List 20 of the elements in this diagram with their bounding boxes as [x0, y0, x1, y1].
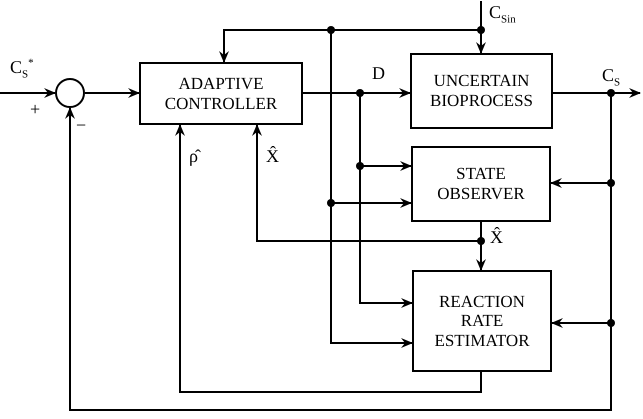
process-box: [411, 146, 551, 222]
signal-label: X̂: [266, 147, 279, 165]
sign-label: +: [30, 100, 40, 118]
summing-junction: [55, 78, 85, 108]
arrow: [85, 88, 140, 98]
arrow: [0, 88, 56, 98]
signal-label: C$_{Sin}$: [489, 3, 516, 26]
box-label: REACTION RATE ESTIMATOR: [433, 292, 531, 350]
box-label: UNCERTAIN BIOPROCESS: [429, 71, 534, 111]
box-label: STATE OBSERVER: [436, 164, 526, 204]
box-label: ADAPTIVE CONTROLLER: [164, 74, 278, 114]
sign-label: −: [76, 116, 86, 134]
signal-label: D: [372, 64, 385, 82]
arrow: [65, 92, 612, 411]
process-box: [410, 53, 553, 129]
process-box: [139, 62, 303, 125]
arrow: [175, 124, 482, 393]
signal-label: X̂: [490, 228, 503, 246]
process-box: [412, 270, 552, 372]
signal-label: C$_{S}$: [602, 66, 620, 89]
